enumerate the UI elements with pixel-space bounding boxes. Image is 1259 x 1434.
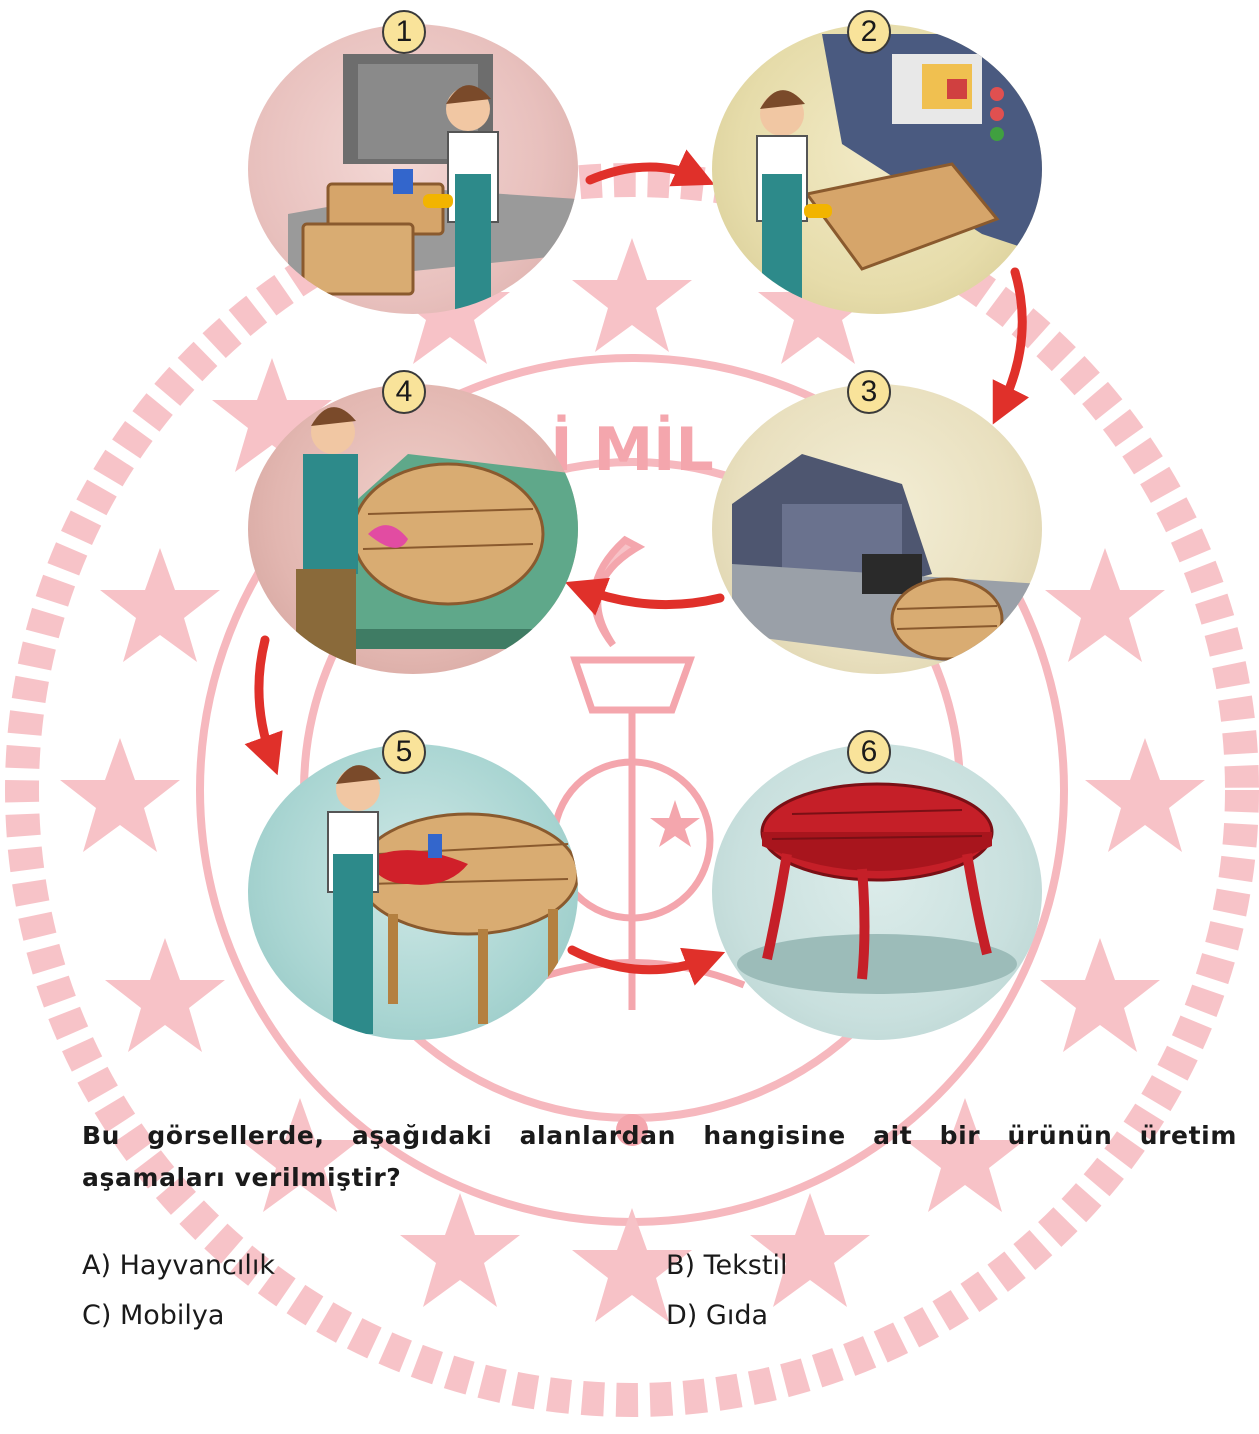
stage-3: 3 <box>712 370 1042 674</box>
stage-5-illustration <box>248 744 578 1040</box>
arrow-5-to-6 <box>567 945 726 986</box>
stage-4: 4 <box>248 370 578 674</box>
stage-3-number: 3 <box>847 370 891 414</box>
stage-1: 1 <box>248 10 578 314</box>
stage-6-illustration <box>712 744 1042 1040</box>
arrow-1-to-2 <box>585 149 715 187</box>
stage-1-number: 1 <box>382 10 426 54</box>
stage-1-illustration <box>248 24 578 314</box>
arrow-3-to-4 <box>564 577 725 616</box>
option-d[interactable]: D) Gıda <box>666 1300 769 1331</box>
watermark-arc-text-top: İ MİL <box>550 413 713 485</box>
stage-3-illustration <box>712 384 1042 674</box>
stage-6: 6 <box>712 730 1042 1040</box>
arrow-2-to-3 <box>992 267 1029 425</box>
question-text: Bu görsellerde, aşağıdaki alanlardan han… <box>82 1121 1237 1192</box>
option-a[interactable]: A) Hayvancılık <box>82 1250 276 1281</box>
option-c[interactable]: C) Mobilya <box>82 1300 225 1331</box>
stage-2-illustration <box>712 24 1042 314</box>
option-b[interactable]: B) Tekstil <box>666 1250 788 1281</box>
arrow-4-to-5 <box>244 635 283 776</box>
stage-5-number: 5 <box>382 730 426 774</box>
stage-4-illustration <box>248 384 578 674</box>
stage-4-number: 4 <box>382 370 426 414</box>
stage-2: 2 <box>712 10 1042 314</box>
stage-2-number: 2 <box>847 10 891 54</box>
stage-5: 5 <box>248 730 578 1040</box>
stage-6-number: 6 <box>847 730 891 774</box>
